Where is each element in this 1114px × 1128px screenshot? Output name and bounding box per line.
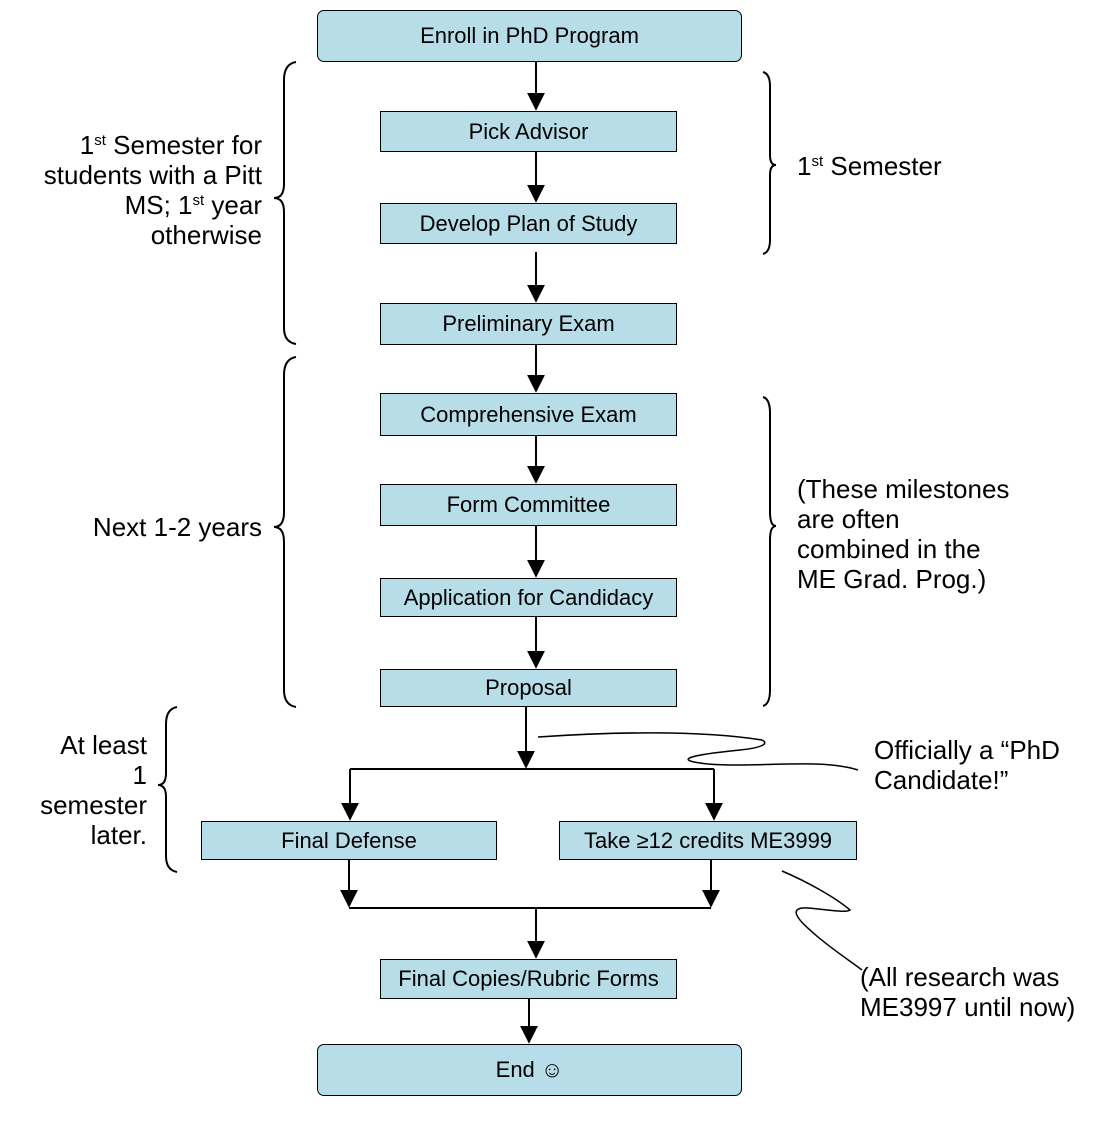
note-first-line-3: MS; 1st year <box>44 190 262 220</box>
application-candidacy-box: Application for Candidacy <box>380 578 677 617</box>
brace-right-first-semester <box>762 71 777 255</box>
proposal-box: Proposal <box>380 669 677 707</box>
note-research-line-2: ME3997 until now) <box>860 992 1076 1022</box>
note-right-num: 1 <box>797 151 812 181</box>
end-box: End ☺ <box>317 1044 742 1096</box>
note-next-years: Next 1-2 years <box>92 512 262 542</box>
preliminary-exam-box: Preliminary Exam <box>380 303 677 345</box>
callout-candidate-line <box>537 732 859 771</box>
proposal-label: Proposal <box>485 675 572 700</box>
note-candidate: Officially a “PhD Candidate!” <box>874 735 1060 795</box>
enroll-label: Enroll in PhD Program <box>420 23 639 48</box>
plan-of-study-label: Develop Plan of Study <box>419 210 638 236</box>
application-candidacy-label: Application for Candidacy <box>403 584 654 610</box>
form-committee-label: Form Committee <box>446 492 611 517</box>
pick-advisor-label: Pick Advisor <box>468 118 589 144</box>
note-milestones-line-3: combined in the <box>797 534 981 564</box>
note-research-line-1: (All research was <box>860 962 1060 992</box>
final-defense-label: Final Defense <box>281 827 417 853</box>
note-first-semester-left: 1st Semester for students with a Pitt MS… <box>44 130 262 250</box>
preliminary-exam-label: Preliminary Exam <box>442 311 615 336</box>
final-defense-box: Final Defense <box>201 821 497 860</box>
note-later-line-4: later. <box>90 820 147 850</box>
credits-label: Take ≥12 credits ME3999 <box>583 827 833 853</box>
brace-left-next-years <box>273 356 297 708</box>
note-later: At least 1 semester later. <box>40 730 147 850</box>
comprehensive-exam-label: Comprehensive Exam <box>420 401 637 427</box>
note-later-line-3: semester <box>40 790 147 820</box>
final-copies-box: Final Copies/Rubric Forms <box>380 959 677 999</box>
note-milestones-line-2: are often <box>797 504 900 534</box>
pick-advisor-box: Pick Advisor <box>380 111 677 152</box>
note-first-rest-1: Semester for <box>105 130 262 160</box>
note-candidate-line-2: Candidate!” <box>874 765 1009 795</box>
note-milestones-line-1: (These milestones <box>797 474 1010 504</box>
note-later-line-2: 1 <box>132 760 147 790</box>
note-first-line-4: otherwise <box>150 220 262 250</box>
brace-left-later <box>157 706 178 873</box>
form-committee-box: Form Committee <box>380 484 677 526</box>
credits-box: Take ≥12 credits ME3999 <box>559 821 857 860</box>
note-first-pre-3: MS; 1 <box>124 190 193 220</box>
note-later-line-1: At least <box>60 730 147 760</box>
final-copies-label: Final Copies/Rubric Forms <box>398 966 659 991</box>
callout-research-line <box>781 870 863 971</box>
brace-left-first-semester <box>273 61 297 345</box>
note-milestones: (These milestones are often combined in … <box>797 474 1009 594</box>
note-first-sup-1: st <box>94 132 106 149</box>
note-first-rest-3: year <box>204 190 262 220</box>
note-candidate-line-1: Officially a “PhD <box>874 735 1060 765</box>
note-first-num: 1 <box>79 130 95 160</box>
comprehensive-exam-box: Comprehensive Exam <box>380 393 677 436</box>
note-research: (All research was ME3997 until now) <box>860 962 1075 1022</box>
note-first-sup-3: st <box>192 192 205 209</box>
note-milestones-line-4: ME Grad. Prog.) <box>797 564 987 594</box>
note-first-line-1: 1st Semester for <box>44 130 262 160</box>
end-label: End ☺ <box>495 1057 564 1082</box>
note-right-sup: st <box>811 153 824 170</box>
plan-of-study-box: Develop Plan of Study <box>380 203 677 244</box>
note-first-line-2: students with a Pitt <box>43 160 262 190</box>
note-right-rest: Semester <box>823 151 942 181</box>
note-first-semester-right: 1st Semester <box>797 151 942 181</box>
enroll-box: Enroll in PhD Program <box>317 10 742 62</box>
brace-right-milestones <box>762 396 777 707</box>
